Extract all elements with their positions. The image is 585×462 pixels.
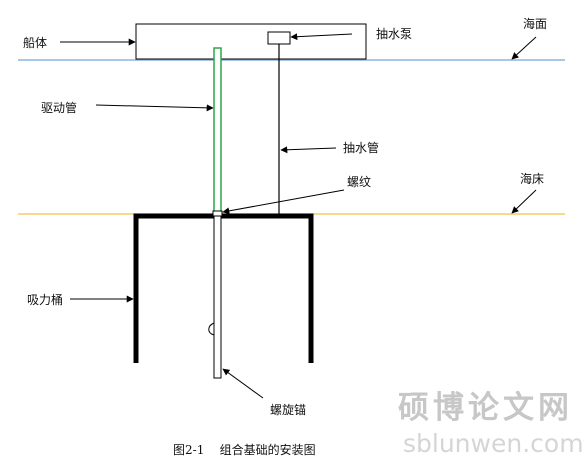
label-screw-anchor: 螺旋锚 bbox=[270, 402, 306, 417]
suction-bucket bbox=[133, 213, 314, 363]
label-drive-pipe: 驱动管 bbox=[41, 100, 77, 115]
label-suction-pipe: 抽水管 bbox=[343, 140, 379, 155]
pump-arrow bbox=[290, 33, 353, 41]
screw-blade bbox=[208, 322, 215, 336]
drive-pipe bbox=[213, 47, 222, 215]
label-sea-surface: 海面 bbox=[523, 16, 547, 31]
label-suction-bucket: 吸力桶 bbox=[27, 292, 63, 307]
screw-anchor-shaft bbox=[213, 213, 222, 379]
drive-pipe-arrow bbox=[95, 104, 214, 112]
watermark-title: 硕博论文网 bbox=[398, 390, 573, 426]
ship-hull bbox=[135, 23, 367, 60]
suction-pipe-arrow bbox=[280, 146, 337, 154]
watermark-url: sblunwen.com bbox=[403, 429, 584, 458]
screw-anchor-arrow bbox=[222, 368, 264, 399]
seabed-arrow bbox=[511, 189, 537, 214]
thread-arrow bbox=[222, 189, 345, 215]
thread-mark bbox=[212, 210, 223, 217]
label-seabed: 海床 bbox=[520, 171, 544, 186]
sea-surface-arrow bbox=[511, 36, 537, 60]
pump-box bbox=[267, 31, 291, 45]
figure-caption: 图2-1 组合基础的安装图 bbox=[173, 442, 316, 457]
label-pump: 抽水泵 bbox=[376, 27, 412, 41]
label-thread: 螺纹 bbox=[347, 175, 371, 189]
label-hull: 船体 bbox=[23, 36, 47, 50]
